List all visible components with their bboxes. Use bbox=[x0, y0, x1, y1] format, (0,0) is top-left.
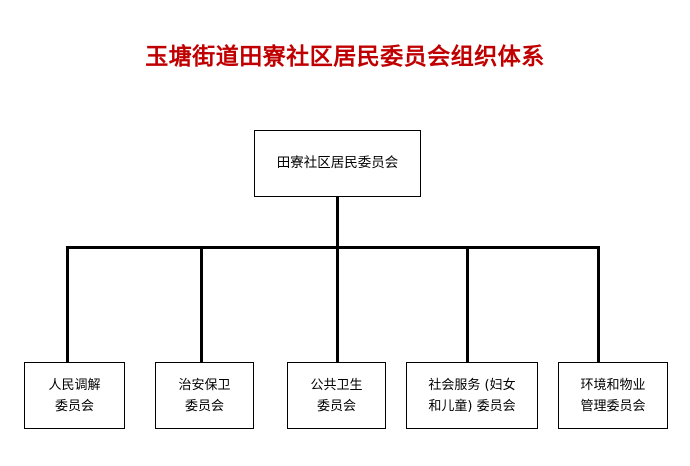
org-node-label: 环境和物业 管理委员会 bbox=[580, 377, 646, 414]
org-node-label: 社会服务 (妇女 和儿童) 委员会 bbox=[428, 377, 516, 414]
page-title: 玉塘街道田寮社区居民委员会组织体系 bbox=[145, 43, 545, 70]
org-node-label: 人民调解 委员会 bbox=[48, 377, 101, 414]
connector-root-stem bbox=[336, 196, 339, 249]
connector-drop-5 bbox=[597, 246, 600, 364]
org-node-label: 治安保卫 委员会 bbox=[178, 377, 231, 414]
connector-drop-4 bbox=[466, 246, 469, 364]
org-node-root: 田寮社区居民委员会 bbox=[254, 130, 421, 197]
org-node-root-label: 田寮社区居民委员会 bbox=[276, 155, 399, 171]
org-node-environment-property-committee: 环境和物业 管理委员会 bbox=[558, 362, 668, 429]
org-node-label: 公共卫生 委员会 bbox=[310, 377, 363, 414]
connector-drop-3 bbox=[336, 246, 339, 364]
org-node-mediation-committee: 人民调解 委员会 bbox=[24, 362, 125, 429]
connector-drop-1 bbox=[66, 246, 69, 364]
connector-horizontal-bus bbox=[66, 246, 600, 249]
org-node-public-security-committee: 治安保卫 委员会 bbox=[155, 362, 254, 429]
org-node-social-services-committee: 社会服务 (妇女 和儿童) 委员会 bbox=[406, 362, 538, 429]
org-node-public-health-committee: 公共卫生 委员会 bbox=[287, 362, 386, 429]
connector-drop-2 bbox=[200, 246, 203, 364]
